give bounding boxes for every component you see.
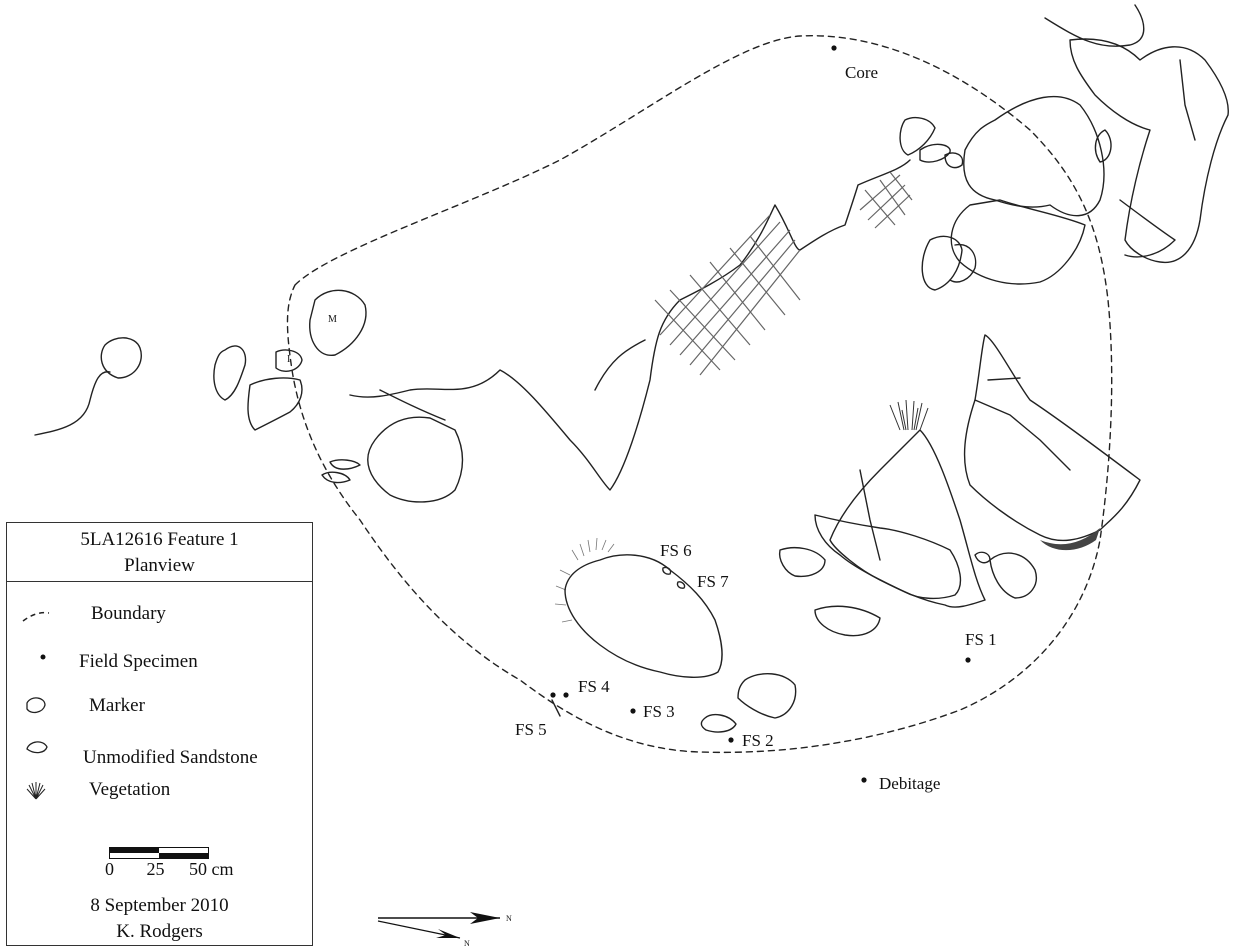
sandstone-small-1 xyxy=(737,673,797,719)
scale-tick-50: 50 cm xyxy=(189,859,234,879)
vegetation-tuft xyxy=(889,399,929,431)
right-slabs xyxy=(778,334,1141,637)
map-legend: 5LA12616 Feature 1 Planview Boundary Fie… xyxy=(6,522,313,946)
fs3-label: FS 3 xyxy=(643,702,675,721)
fs7-label: FS 7 xyxy=(697,572,729,591)
fs5-label: FS 5 xyxy=(515,720,547,739)
bedrock-edge-line xyxy=(349,159,911,491)
legend-label-field-specimen: Field Specimen xyxy=(79,651,198,672)
sandstone-small-2 xyxy=(700,713,737,733)
legend-title-view: Planview xyxy=(124,555,195,576)
vegetation-fringe xyxy=(554,537,615,623)
magnetic-north-label: N xyxy=(464,939,470,948)
legend-date: 8 September 2010 xyxy=(90,895,229,916)
scale-tick-25: 25 xyxy=(146,859,165,879)
upper-right-rocks xyxy=(899,4,1229,291)
debitage-label: Debitage xyxy=(879,774,940,793)
marker-m-outline xyxy=(309,289,367,356)
vegetation-tuft-icon xyxy=(26,782,46,800)
dashed-line-icon xyxy=(22,611,50,622)
fs2-label: FS 2 xyxy=(742,731,774,750)
fs2-point xyxy=(728,737,734,743)
legend-label-marker: Marker xyxy=(89,695,145,716)
core-label: Core xyxy=(845,63,878,82)
fs4-label: FS 4 xyxy=(578,677,610,696)
fs3-point xyxy=(630,708,636,714)
field-specimen-points xyxy=(550,45,971,783)
true-north-label: N xyxy=(506,914,512,923)
legend-author: K. Rodgers xyxy=(116,921,203,942)
marker-i-label: I xyxy=(287,354,290,365)
dot-icon xyxy=(40,654,46,660)
shaded-slab-edge xyxy=(1040,528,1100,551)
fs1-label: FS 1 xyxy=(965,630,997,649)
debitage-point xyxy=(861,777,867,783)
left-rocks xyxy=(34,337,303,436)
marker-outline-icon xyxy=(26,697,46,714)
sandstone-outline-icon xyxy=(26,741,48,754)
north-arrow: N N xyxy=(377,912,512,948)
scale-bar xyxy=(109,847,209,859)
feature-boundary xyxy=(286,35,1113,754)
legend-label-vegetation: Vegetation xyxy=(89,779,171,800)
legend-label-sandstone: Unmodified Sandstone xyxy=(83,747,258,768)
core-point xyxy=(831,45,837,51)
scale-tick-0: 0 xyxy=(105,859,114,879)
large-sandstone xyxy=(564,554,723,678)
legend-title: 5LA12616 Feature 1 Planview xyxy=(7,523,312,582)
scale-labels: 0 25 50 cm xyxy=(105,859,234,880)
fs1-point xyxy=(965,657,971,663)
legend-title-site: 5LA12616 Feature 1 xyxy=(80,529,239,550)
marker-m-label: M xyxy=(328,314,337,325)
fs5-point xyxy=(550,692,556,698)
fs6-label: FS 6 xyxy=(660,541,692,560)
cross-hatch xyxy=(654,171,913,376)
legend-label-boundary: Boundary xyxy=(91,603,166,624)
fs4-point xyxy=(563,692,569,698)
